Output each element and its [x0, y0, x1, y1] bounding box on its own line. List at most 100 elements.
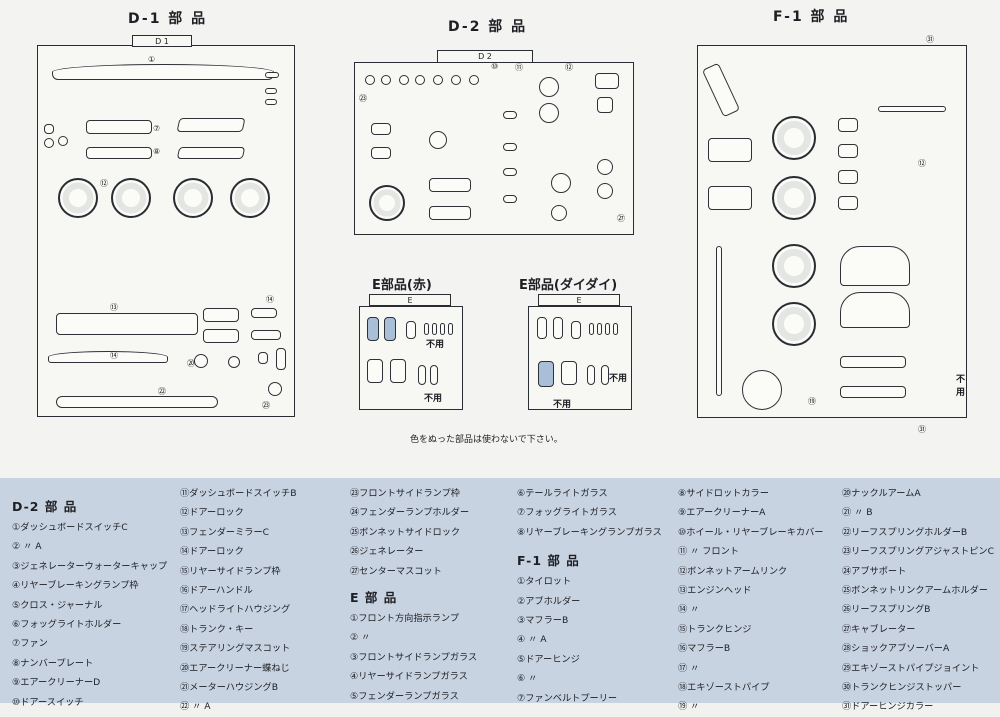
legend-item: ㉚トランクヒンジストッパー: [842, 682, 962, 694]
d1-part: [203, 308, 239, 322]
unused-label: 不用: [553, 400, 572, 410]
d2-part: [371, 123, 391, 135]
f1-part: [840, 246, 910, 286]
legend-item: ⑧サイドロットカラー: [678, 488, 769, 499]
d1-part-number: ⑬: [110, 303, 118, 312]
legend-item: ⑨エアークリーナーA: [678, 507, 766, 519]
legend-heading: F-1 部 品: [517, 553, 580, 569]
legend-item: ⑰ 〃: [678, 662, 700, 674]
legend-item: ⑧ナンバープレート: [12, 657, 94, 669]
legend-item: ⑯マフラーB: [678, 643, 731, 655]
d1-part: [276, 348, 286, 370]
legend-item: ㉓フロントサイドランプ枠: [350, 488, 460, 499]
d2-part: [365, 75, 375, 85]
e-red-sprue-tab: E: [369, 294, 451, 306]
legend-column-5: ⑧サイドロットカラー ⑨エアークリーナーA ⑩ホイール・リヤーブレーキカバー ⑪…: [678, 484, 824, 717]
d2-part: [429, 178, 471, 192]
parts-diagram-area: D-1 部 品 ① ⑦ ⑧ ⑫ ⑬ ⑭ ㉒ ⑭ ⑳: [37, 9, 967, 445]
d2-part: [399, 75, 409, 85]
f1-part: [838, 118, 858, 132]
f1-part: [838, 196, 858, 210]
unused-label: 不用: [956, 375, 966, 398]
legend-item: ㉖ジェネレーター: [350, 546, 424, 558]
d1-part-number: ⑭: [266, 295, 274, 304]
legend-item: ㉖リーフスプリングB: [842, 604, 931, 616]
f1-part: [716, 246, 722, 396]
d1-part: [268, 382, 282, 396]
e-red-title: E部品(赤): [372, 278, 432, 293]
d2-wheel-part: [369, 185, 405, 221]
e-red-part: [440, 323, 445, 335]
e-orange-part: [571, 321, 581, 339]
e-orange-part: [561, 361, 577, 385]
legend-item: ③フロントサイドランプガラス: [350, 651, 478, 663]
d1-wheel-part: [58, 178, 98, 218]
legend-item: ⑲ 〃: [678, 701, 700, 713]
legend-item: ㉑ 〃 B: [842, 507, 873, 519]
f1-wheel-part: [772, 116, 816, 160]
d1-part: [44, 138, 54, 148]
legend-item: ㉕ボンネットリンクアームホルダー: [842, 585, 988, 597]
d2-part: [597, 159, 613, 175]
legend-column-4: ⑥テールライトガラス ⑦フォッグライトガラス ⑧リヤーブレーキングランプガラス …: [517, 484, 662, 708]
legend-item: ⑨エアークリーナーD: [12, 677, 101, 689]
d1-part: [56, 313, 198, 335]
e-red-part: [430, 365, 438, 385]
f1-sprue-frame: ⑫ ㉛ ㉛ ⑲ 不用: [697, 35, 967, 434]
d1-part: [203, 329, 239, 343]
f1-part: [838, 170, 858, 184]
f1-part: [708, 138, 752, 162]
legend-item: ㉒ 〃 A: [180, 701, 211, 713]
legend-item: ⑮トランクヒンジ: [678, 623, 752, 635]
legend-item: ⑬フェンダーミラーC: [180, 526, 270, 538]
legend-item: ⑪ 〃 フロント: [678, 546, 739, 558]
e-red-sprue-frame: 不用 不用: [359, 306, 463, 410]
d1-part-number: ㉒: [158, 387, 166, 396]
f1-part: [708, 186, 752, 210]
e-orange-part: [553, 317, 563, 339]
e-orange-part: [589, 323, 594, 335]
legend-item: ⑦フォッグライトガラス: [517, 507, 617, 519]
e-orange-part: [613, 323, 618, 335]
d2-part: [469, 75, 479, 85]
d1-part: [194, 354, 208, 368]
note-text: 色をぬった部品は使わないで下さい。: [410, 435, 563, 445]
legend-item: ④リヤーサイドランプガラス: [350, 671, 468, 683]
f1-part: [840, 292, 910, 328]
d2-part: [503, 168, 517, 176]
legend-item: ⑩ドアースイッチ: [12, 696, 84, 708]
legend-item: ①タイロット: [517, 576, 572, 588]
e-orange-part: [601, 365, 609, 385]
d1-part: [228, 356, 240, 368]
e-red-part: [406, 321, 416, 339]
f1-part: [701, 62, 741, 118]
e-orange-part: [587, 365, 595, 385]
e-orange-part: [597, 323, 602, 335]
legend-item: ④リヤーブレーキングランプ枠: [12, 580, 139, 592]
f1-part: [878, 106, 946, 112]
d1-part: [44, 124, 54, 134]
d2-part: [539, 103, 559, 123]
legend-column-3: ㉓フロントサイドランプ枠 ㉔フェンダーランプホルダー ㉕ボンネットサイドロック …: [350, 484, 477, 706]
legend-item: ①ダッシュボードスイッチC: [12, 522, 128, 533]
legend-item: ⑰ヘッドライトハウジング: [180, 604, 291, 616]
e-orange-title: E部品(ダイダイ): [519, 278, 618, 293]
d2-part: [429, 131, 447, 149]
d1-wheel-part: [173, 178, 213, 218]
f1-part: [840, 386, 906, 398]
d1-part: [258, 352, 268, 364]
e-red-part: [367, 317, 379, 341]
legend-item: ㉔アブサポート: [842, 565, 907, 577]
d2-part: [503, 111, 517, 119]
d2-title: D-2 部 品: [448, 19, 528, 35]
e-orange-sprue-tab: E: [538, 294, 620, 306]
legend-item: ㉙エキゾーストパイプジョイント: [842, 662, 980, 674]
legend-item: ㉔フェンダーランプホルダー: [350, 507, 470, 519]
e-red-part: [432, 323, 437, 335]
d1-part: [251, 308, 277, 318]
legend-heading: D-2 部 品: [12, 499, 78, 514]
legend-item: ⑪ダッシュボードスイッチB: [180, 488, 297, 499]
d2-sprue-tab: D 2: [437, 50, 533, 63]
d1-part-number: ⑫: [100, 179, 108, 188]
d1-part: [86, 120, 152, 134]
